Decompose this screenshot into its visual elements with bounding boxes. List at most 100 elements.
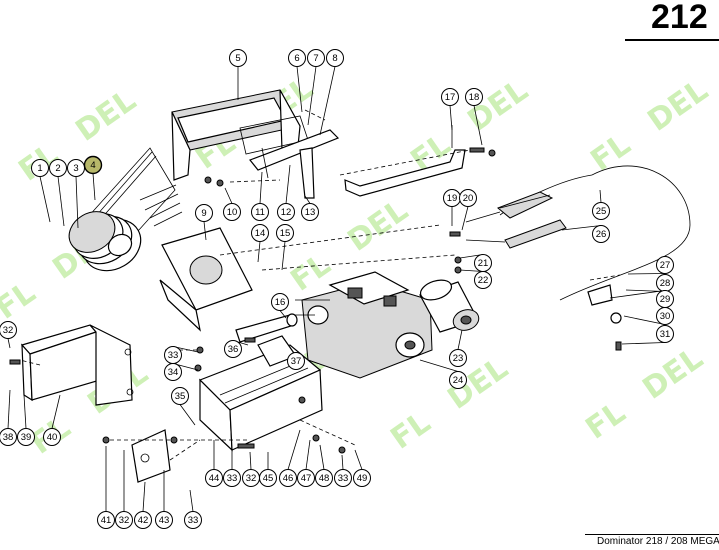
callout-number: 12	[281, 207, 292, 218]
callout-38: 38	[0, 389, 17, 446]
callout-number: 33	[168, 350, 179, 361]
watermark: FLDEL	[580, 341, 710, 447]
leader-line	[189, 489, 194, 512]
callout-circle	[184, 511, 202, 529]
callout-number: 41	[101, 515, 112, 526]
leader-line	[287, 429, 301, 470]
callout-circle	[279, 469, 297, 487]
mounting-plate	[159, 227, 253, 332]
callout-circle	[276, 224, 294, 242]
callout-circle	[307, 49, 325, 67]
leader-line	[259, 171, 263, 204]
leader-line	[57, 176, 65, 227]
hydraulic-pump	[295, 271, 433, 379]
leader-line	[23, 394, 27, 429]
leader-line	[7, 338, 11, 349]
callout-46: 46	[279, 429, 301, 487]
callout-31: 31	[621, 325, 674, 345]
title-rule	[625, 39, 719, 41]
callout-number: 20	[463, 193, 474, 204]
watermark: FLDEL	[405, 73, 535, 179]
callout-number: 2	[55, 163, 60, 174]
callout-circle	[656, 256, 674, 274]
callout-circle	[592, 225, 610, 243]
callout-circle	[459, 189, 477, 207]
leader-line	[419, 359, 459, 372]
callout-circle	[287, 352, 305, 370]
callout-number: 34	[168, 367, 179, 378]
leader-line	[7, 389, 11, 429]
leader-line	[203, 221, 207, 241]
callout-number: 35	[175, 391, 186, 402]
callout-circle	[205, 469, 223, 487]
callout-19: 19	[443, 189, 461, 226]
callout-circle	[43, 428, 61, 446]
leader-line	[75, 176, 79, 229]
watermark: FLDEL	[585, 73, 715, 179]
callout-circle	[277, 203, 295, 221]
callout-number: 40	[47, 432, 58, 443]
callout-8: 8	[319, 49, 344, 136]
callout-number: 33	[227, 473, 238, 484]
callout-number: 30	[660, 311, 671, 322]
callout-number: 5	[235, 53, 240, 64]
callout-number: 4	[90, 160, 95, 171]
callout-number: 8	[332, 53, 337, 64]
callout-circle	[97, 511, 115, 529]
callout-number: 17	[445, 92, 456, 103]
leader-line	[285, 164, 291, 204]
callout-circle	[229, 49, 247, 67]
callout-circle	[115, 511, 133, 529]
callout-39: 39	[17, 394, 35, 446]
callout-47: 47	[297, 439, 315, 487]
pulley-with-belts	[68, 147, 183, 272]
callout-number: 31	[660, 329, 671, 340]
callout-25: 25	[592, 189, 610, 220]
leader-line	[304, 195, 311, 204]
callout-18: 18	[465, 88, 483, 146]
callout-5: 5	[229, 49, 247, 100]
callout-circle	[288, 49, 306, 67]
callout-43: 43	[155, 470, 173, 529]
callout-16: 16	[271, 293, 289, 319]
callout-circle	[259, 469, 277, 487]
belt-guard	[171, 89, 309, 181]
callout-circle	[449, 349, 467, 367]
callout-circle	[297, 469, 315, 487]
callout-9: 9	[195, 204, 213, 241]
callout-33c: 33	[223, 450, 241, 487]
callout-circle	[592, 202, 610, 220]
callout-circle	[134, 511, 152, 529]
callout-number: 33	[188, 515, 199, 526]
callout-number: 49	[357, 473, 368, 484]
callout-34: 34	[164, 363, 199, 381]
callout-13: 13	[301, 195, 319, 221]
callout-number: 26	[596, 229, 607, 240]
callout-28: 28	[625, 274, 674, 292]
callout-32a: 32	[0, 321, 17, 349]
callout-circle	[224, 340, 242, 358]
leader-line	[319, 444, 325, 470]
page-number: 212	[651, 0, 708, 36]
callout-40: 40	[43, 394, 61, 446]
callout-circle	[251, 203, 269, 221]
callout-number: 28	[660, 278, 671, 289]
leader-line	[296, 66, 303, 113]
callout-circle	[315, 469, 333, 487]
callout-number: 19	[447, 193, 458, 204]
callout-circle	[223, 469, 241, 487]
callout-1: 1	[31, 159, 51, 223]
leader-line	[457, 329, 463, 350]
cable-clamp-parts	[587, 284, 622, 351]
small-bracket	[131, 429, 171, 483]
callout-number: 18	[469, 92, 480, 103]
callout-number: 1	[37, 163, 42, 174]
filter-cartridge	[419, 279, 480, 333]
leader-line	[599, 189, 602, 203]
leader-line	[307, 66, 317, 126]
callout-number: 24	[453, 375, 464, 386]
callout-20: 20	[459, 189, 477, 231]
callout-number: 13	[305, 207, 316, 218]
